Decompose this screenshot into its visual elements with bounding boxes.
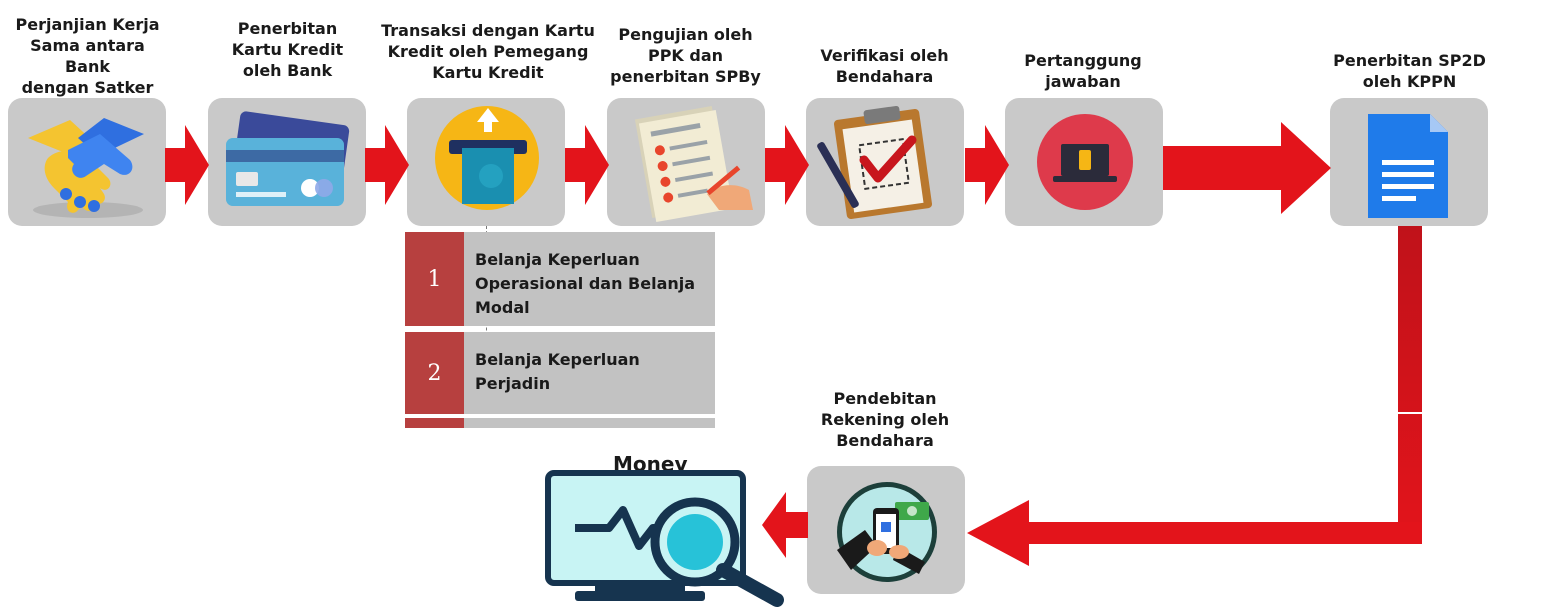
card-atm-icon bbox=[435, 106, 539, 210]
step-2-box bbox=[208, 98, 366, 226]
step-3-box bbox=[407, 98, 565, 226]
step-6-label: Pertanggung jawaban bbox=[1024, 51, 1142, 91]
step-2-label: Penerbitan Kartu Kredit oleh Bank bbox=[231, 19, 344, 80]
flow-arrow-8-monev bbox=[762, 492, 808, 558]
handshake-icon bbox=[28, 118, 144, 218]
flow-arrow-4-5 bbox=[765, 125, 809, 205]
step-6-box bbox=[1005, 98, 1163, 226]
monitor-magnifier-icon bbox=[545, 470, 784, 607]
step-8-box bbox=[807, 466, 965, 594]
laptop-icon bbox=[1037, 114, 1133, 210]
step-4-label: Pengujian oleh PPK dan penerbitan SPBy bbox=[610, 25, 761, 86]
credit-card-icon bbox=[226, 111, 350, 206]
sublist-item-2-number: 2 bbox=[405, 332, 464, 414]
sublist-item-2-text: Belanja Keperluan Perjadin bbox=[475, 350, 640, 393]
sublist-item-1-number: 1 bbox=[405, 232, 464, 326]
step-7-box bbox=[1330, 98, 1488, 226]
step-8-label: Pendebitan Rekening oleh Bendahara bbox=[820, 389, 950, 450]
step-5-label: Verifikasi oleh Bendahara bbox=[820, 46, 949, 86]
step-7-label: Penerbitan SP2D oleh KPPN bbox=[1333, 51, 1486, 91]
sublist-item-3-number bbox=[405, 418, 464, 428]
step-1-box bbox=[8, 98, 166, 226]
clipboard-check-icon bbox=[817, 105, 933, 219]
flow-arrow-7-8 bbox=[967, 226, 1422, 566]
sublist-item-1-text: Belanja Keperluan Operasional dan Belanj… bbox=[475, 250, 696, 317]
sublist-item-1: 1 Belanja Keperluan Operasional dan Bela… bbox=[405, 232, 715, 326]
step-1-label: Perjanjian Kerja Sama antara Bank dengan… bbox=[15, 15, 160, 97]
step-5-box bbox=[806, 98, 964, 226]
flow-arrow-5-6 bbox=[965, 125, 1009, 205]
sublist-item-3-partial bbox=[405, 418, 715, 428]
flow-arrow-1-2 bbox=[165, 125, 209, 205]
flow-arrow-6-7 bbox=[1163, 122, 1331, 214]
step-4-box bbox=[607, 98, 765, 226]
flow-arrow-2-3 bbox=[365, 125, 409, 205]
document-icon bbox=[1368, 114, 1448, 218]
flow-arrow-3-4 bbox=[565, 125, 609, 205]
mobile-payment-icon bbox=[837, 482, 937, 582]
sublist-item-2: 2 Belanja Keperluan Perjadin bbox=[405, 332, 715, 414]
checklist-icon bbox=[634, 105, 753, 223]
step-3-label: Transaksi dengan Kartu Kredit oleh Pemeg… bbox=[381, 21, 595, 82]
